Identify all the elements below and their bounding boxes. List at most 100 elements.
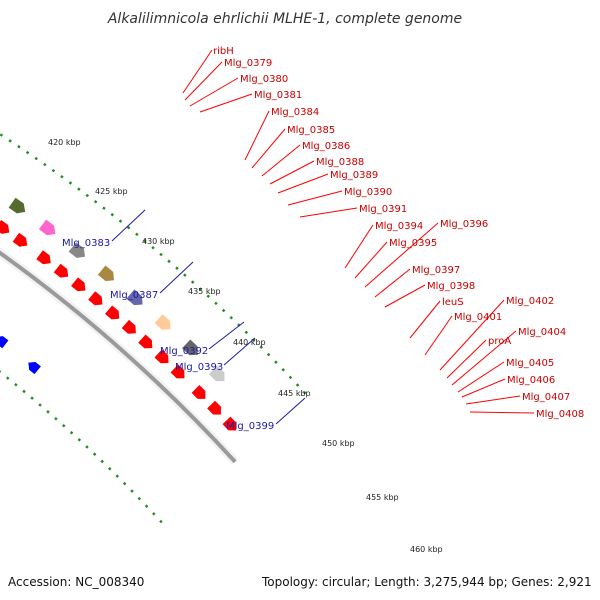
gene-label-mlg-0388[interactable]: Mlg_0388 <box>316 157 364 168</box>
scale-label-440: 440 kbp <box>233 338 266 347</box>
dot-ring-inner <box>0 370 166 527</box>
gene-label-mlg-0391[interactable]: Mlg_0391 <box>359 204 407 215</box>
gene-label-mlg-0397[interactable]: Mlg_0397 <box>412 265 460 276</box>
leader-line-forward <box>244 110 270 161</box>
leader-line-forward <box>261 144 301 177</box>
forward-gene-arrow <box>138 334 153 349</box>
forward-gene-arrow <box>121 319 136 334</box>
forward-gene-arrow <box>71 277 86 292</box>
category-block <box>68 242 85 258</box>
leader-line-forward <box>182 49 213 94</box>
gene-label-proA[interactable]: proA <box>488 336 511 347</box>
leader-line-forward <box>199 93 253 113</box>
leader-line-forward <box>424 315 453 356</box>
scale-labels: 420 kbp 425 kbp 430 kbp 435 kbp 440 kbp … <box>48 138 443 554</box>
category-block <box>38 219 56 236</box>
category-block <box>208 365 225 382</box>
scale-label-425: 425 kbp <box>95 187 128 196</box>
leader-line-forward <box>457 361 505 393</box>
gene-label-mlg-0405[interactable]: Mlg_0405 <box>506 358 554 369</box>
gene-label-mlg-0387[interactable]: Mlg_0387 <box>110 290 158 301</box>
leader-line-forward <box>446 339 487 379</box>
scale-label-455: 455 kbp <box>366 493 399 502</box>
gene-label-mlg-0407[interactable]: Mlg_0407 <box>522 392 570 403</box>
gene-label-leuS[interactable]: leuS <box>442 297 464 308</box>
leader-line-reverse <box>111 209 146 242</box>
gene-label-mlg-0402[interactable]: Mlg_0402 <box>506 296 554 307</box>
map-title: Alkalilimnicola ehrlichii MLHE-1, comple… <box>107 11 462 27</box>
scale-label-435: 435 kbp <box>188 287 221 296</box>
gene-label-mlg-0390[interactable]: Mlg_0390 <box>344 187 392 198</box>
leader-line-forward <box>184 61 223 101</box>
leader-line-forward <box>469 411 535 414</box>
forward-gene-arrow <box>222 416 237 431</box>
leader-line-forward <box>354 241 388 279</box>
gene-label-mlg-0406[interactable]: Mlg_0406 <box>507 375 555 386</box>
scale-label-420: 420 kbp <box>48 138 81 147</box>
leader-line-forward <box>364 222 439 288</box>
reverse-gene-arrow <box>28 361 41 375</box>
leader-line-forward <box>287 190 343 206</box>
scale-label-430: 430 kbp <box>142 237 175 246</box>
gene-label-ribH[interactable]: ribH <box>213 46 234 57</box>
leader-line-forward <box>277 173 329 194</box>
forward-gene-arrow <box>105 305 120 320</box>
forward-gene-labels: ribH Mlg_0379 Mlg_0380 Mlg_0381 Mlg_0384… <box>213 46 584 420</box>
gene-label-mlg-0396[interactable]: Mlg_0396 <box>440 219 488 230</box>
leader-line-forward <box>251 128 286 169</box>
gene-label-mlg-0398[interactable]: Mlg_0398 <box>427 281 475 292</box>
forward-gene-arrow <box>191 385 206 399</box>
topology-text: Topology: circular; Length: 3,275,944 bp… <box>261 575 592 589</box>
accession-text: Accession: NC_008340 <box>8 575 144 589</box>
gene-label-mlg-0385[interactable]: Mlg_0385 <box>287 125 335 136</box>
backbone-shadow <box>0 247 239 465</box>
forward-gene-arrow <box>88 291 103 306</box>
leader-line-forward <box>451 330 517 386</box>
gene-label-mlg-0404[interactable]: Mlg_0404 <box>518 327 566 338</box>
scale-label-460: 460 kbp <box>410 545 443 554</box>
backbone-line <box>0 250 237 464</box>
leader-line-forward <box>344 224 374 269</box>
gene-label-mlg-0394[interactable]: Mlg_0394 <box>375 221 423 232</box>
gene-label-mlg-0383[interactable]: Mlg_0383 <box>62 238 110 249</box>
gene-label-mlg-0386[interactable]: Mlg_0386 <box>302 141 350 152</box>
category-block <box>97 265 115 282</box>
forward-gene-arrow <box>154 349 169 364</box>
forward-gene-arrow <box>36 250 51 265</box>
scale-label-450: 450 kbp <box>322 439 355 448</box>
forward-gene-arrow <box>0 219 10 234</box>
gene-label-mlg-0399[interactable]: Mlg_0399 <box>226 421 274 432</box>
leader-line-forward <box>269 160 315 185</box>
forward-gene-arrow <box>53 263 69 278</box>
forward-gene-arrow <box>12 232 28 247</box>
leader-line-forward <box>465 395 521 405</box>
forward-gene-arrow <box>170 364 185 379</box>
leader-line-reverse <box>275 397 306 425</box>
gene-label-mlg-0381[interactable]: Mlg_0381 <box>254 90 302 101</box>
leader-line-forward <box>384 284 426 308</box>
gene-label-mlg-0384[interactable]: Mlg_0384 <box>271 107 319 118</box>
leader-line-forward <box>374 268 411 298</box>
gene-label-mlg-0380[interactable]: Mlg_0380 <box>240 74 288 85</box>
category-block <box>8 197 26 214</box>
gene-label-mlg-0389[interactable]: Mlg_0389 <box>330 170 378 181</box>
gene-label-mlg-0401[interactable]: Mlg_0401 <box>454 312 502 323</box>
forward-gene-arrow <box>207 400 221 415</box>
leader-line-forward <box>461 378 506 398</box>
gene-label-mlg-0392[interactable]: Mlg_0392 <box>160 346 208 357</box>
category-block <box>154 314 171 330</box>
category-block <box>126 289 143 306</box>
category-block <box>182 339 198 356</box>
leader-line-forward <box>439 299 505 371</box>
leader-line-forward <box>189 77 239 107</box>
gene-label-mlg-0395[interactable]: Mlg_0395 <box>389 238 437 249</box>
reverse-gene-arrow <box>0 336 9 349</box>
gene-label-mlg-0379[interactable]: Mlg_0379 <box>224 58 272 69</box>
gene-label-mlg-0393[interactable]: Mlg_0393 <box>175 362 223 373</box>
leader-line-forward <box>299 207 358 218</box>
leader-line-reverse <box>208 321 245 350</box>
leader-line-reverse <box>223 337 256 366</box>
scale-label-445: 445 kbp <box>278 389 311 398</box>
gene-label-mlg-0408[interactable]: Mlg_0408 <box>536 409 584 420</box>
